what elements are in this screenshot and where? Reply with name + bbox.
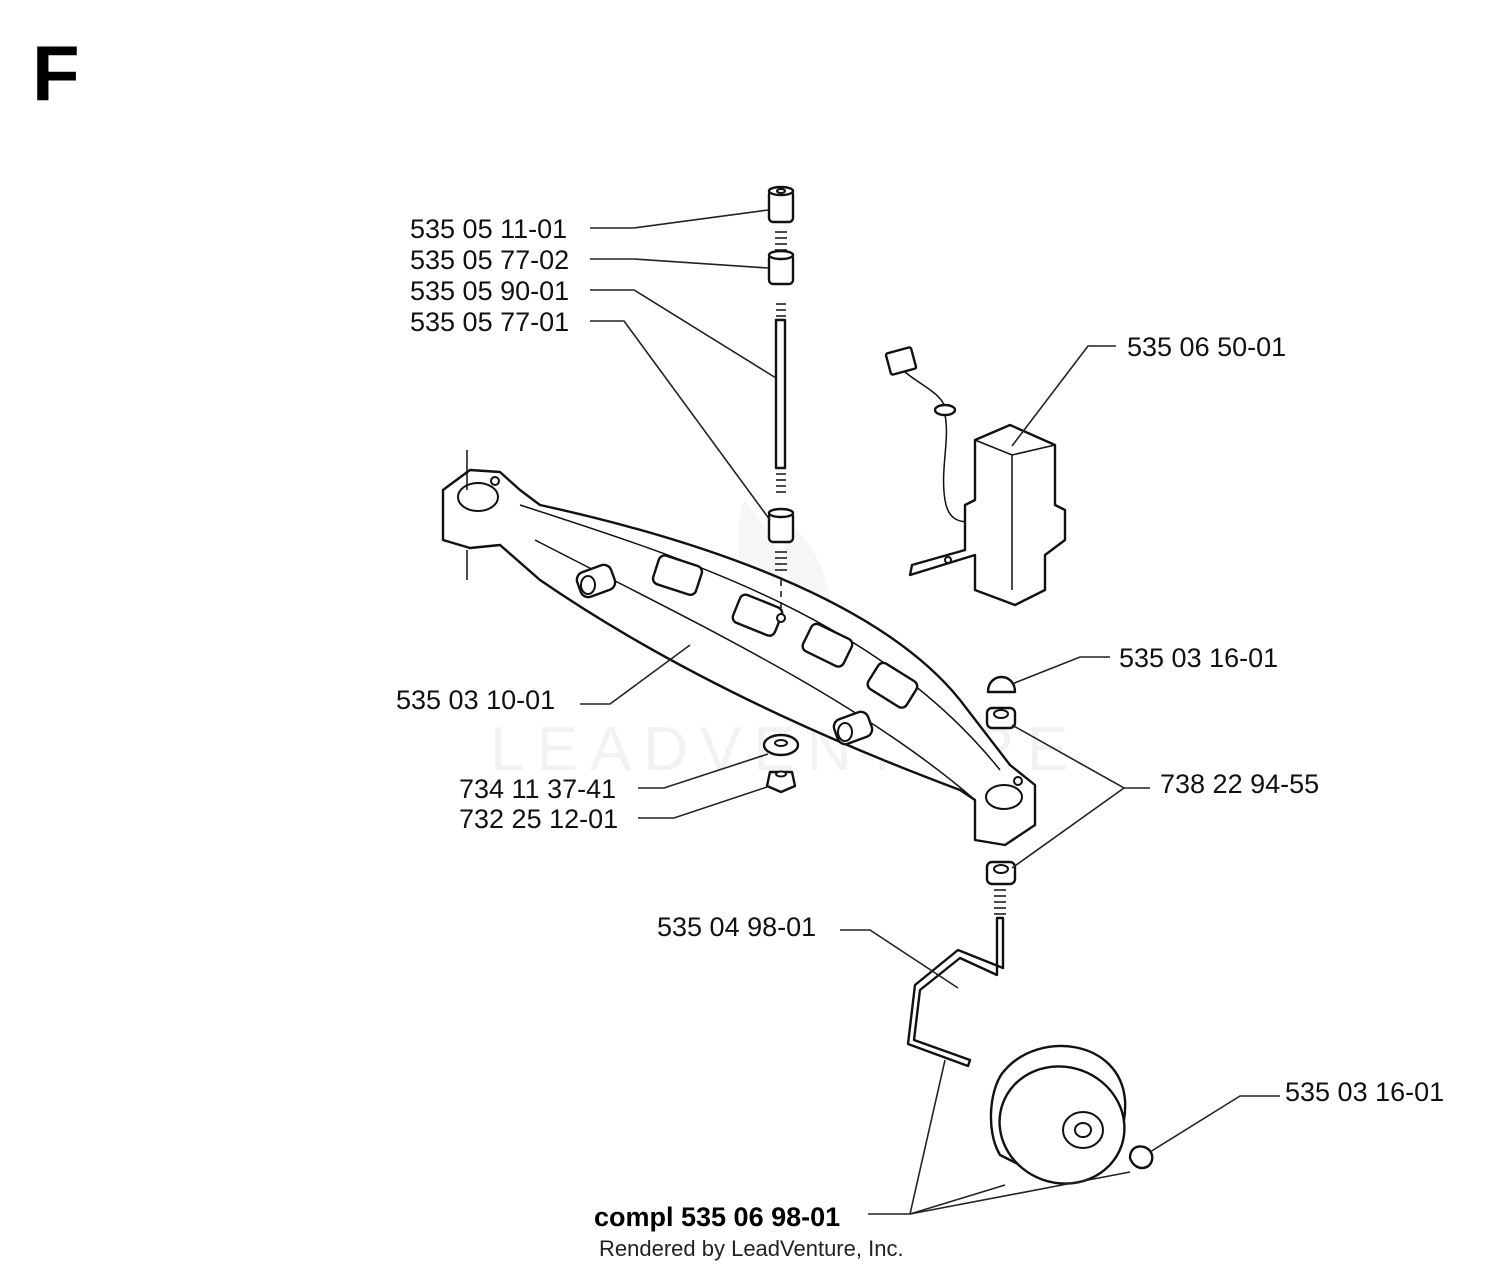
credit-text: Rendered by LeadVenture, Inc.: [599, 1236, 904, 1261]
bushing-lower-part: [985, 860, 1017, 886]
wheel-arm-part: [906, 889, 1006, 1068]
callout-535-05-77-02: 535 05 77-02: [410, 245, 569, 275]
callout-738-22-94-55: 738 22 94-55: [1160, 769, 1319, 799]
sensor-part: [884, 346, 1067, 607]
cap-upper-part: [986, 675, 1017, 694]
callout-535-03-10-01: 535 03 10-01: [396, 685, 555, 715]
callout-732-25-12-01: 732 25 12-01: [459, 804, 618, 834]
assembly-label: compl 535 06 98-01: [594, 1202, 840, 1232]
callout-535-05-11-01: 535 05 11-01: [410, 214, 567, 244]
shaft-part: [774, 303, 787, 493]
wheel-part: [989, 1044, 1127, 1185]
washer-part: [762, 733, 800, 757]
callout-535-05-90-01: 535 05 90-01: [410, 276, 569, 306]
spacer-lower-part: [767, 507, 795, 571]
beam-boss-left: [575, 563, 617, 599]
spacer-top-part: [767, 185, 795, 224]
callout-535-03-16-01-upper: 535 03 16-01: [1119, 643, 1278, 673]
callout-535-06-50-01: 535 06 50-01: [1127, 332, 1286, 362]
callout-535-05-77-01: 535 05 77-01: [410, 307, 569, 337]
callout-734-11-37-41: 734 11 37-41: [459, 774, 616, 804]
axle-beam-part: [441, 450, 1037, 847]
callout-535-03-16-01-wheel: 535 03 16-01: [1285, 1077, 1444, 1107]
cap-wheel-part: [1128, 1145, 1154, 1170]
spring-top-part: [775, 231, 787, 251]
nut-part: [765, 770, 797, 794]
section-letter: F: [32, 29, 80, 117]
spacer-upper-part: [767, 249, 795, 286]
bushing-upper-part: [985, 706, 1017, 730]
leader-lines: [580, 209, 1280, 1215]
callout-535-04-98-01: 535 04 98-01: [657, 912, 816, 942]
beam-boss-right: [832, 710, 874, 746]
